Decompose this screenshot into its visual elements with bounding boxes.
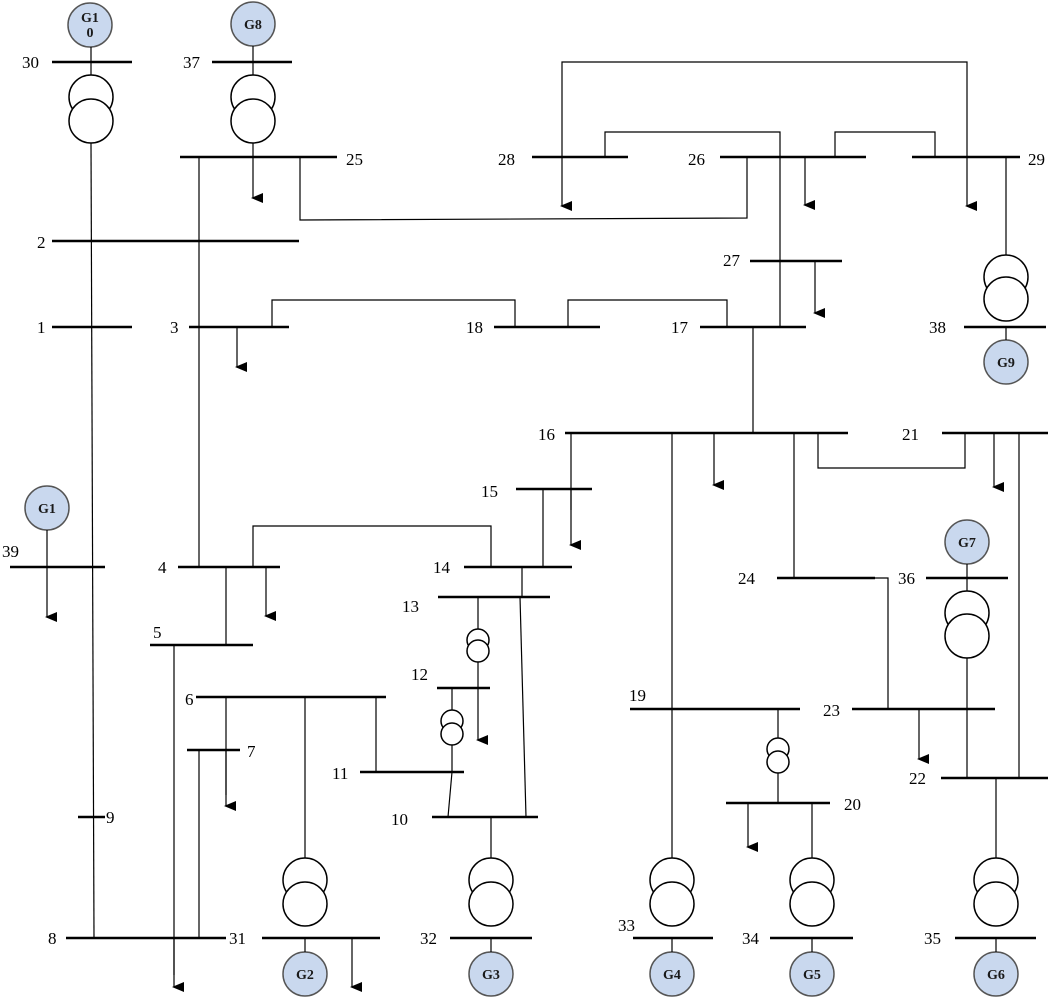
bus-label-7: 7 bbox=[247, 742, 256, 761]
bus-label-32: 32 bbox=[420, 929, 437, 948]
generator-g6: G6 bbox=[973, 951, 1019, 997]
bus-label-21: 21 bbox=[902, 425, 919, 444]
generator-g7: G7 bbox=[944, 519, 990, 565]
bus-label-28: 28 bbox=[498, 150, 515, 169]
bus-label-6: 6 bbox=[185, 690, 194, 709]
bus-label-14: 14 bbox=[433, 558, 451, 577]
bus-label-30: 30 bbox=[22, 53, 39, 72]
bus-label-9: 9 bbox=[106, 808, 115, 827]
bus-label-26: 26 bbox=[688, 150, 705, 169]
transformer-13-12 bbox=[466, 628, 490, 663]
bus-label-25: 25 bbox=[346, 150, 363, 169]
bus-label-3: 3 bbox=[170, 318, 179, 337]
transformer-36-23 bbox=[944, 590, 990, 659]
generator-g6-label: G6 bbox=[987, 968, 1005, 983]
bus-label-29: 29 bbox=[1028, 150, 1045, 169]
generator-g2: G2 bbox=[282, 951, 328, 997]
transformer-20-34 bbox=[789, 857, 835, 927]
transformer-37-25 bbox=[230, 74, 276, 144]
bus-labels: 30 37 25 28 26 29 2 27 1 3 18 17 38 16 2… bbox=[2, 53, 1045, 948]
generator-g8-label: G8 bbox=[244, 18, 262, 33]
generator-g3-label: G3 bbox=[482, 968, 500, 983]
generator-g9: G9 bbox=[983, 339, 1029, 385]
bus-bars bbox=[10, 60, 1048, 940]
bus-label-8: 8 bbox=[48, 929, 57, 948]
bus-label-36: 36 bbox=[898, 569, 915, 588]
generator-g1-label: G1 bbox=[38, 502, 56, 517]
bus-label-5: 5 bbox=[153, 623, 162, 642]
bus-label-31: 31 bbox=[229, 929, 246, 948]
bus-label-16: 16 bbox=[538, 425, 555, 444]
bus-label-1: 1 bbox=[37, 318, 46, 337]
bus-label-19: 19 bbox=[629, 686, 646, 705]
bus-label-20: 20 bbox=[844, 795, 861, 814]
load-arrows bbox=[45, 157, 1004, 992]
generator-g8: G8 bbox=[230, 1, 276, 47]
bus-label-15: 15 bbox=[481, 482, 498, 501]
bus-label-27: 27 bbox=[723, 251, 741, 270]
generator-g5-label: G5 bbox=[803, 968, 821, 983]
bus-label-34: 34 bbox=[742, 929, 760, 948]
bus-label-13: 13 bbox=[402, 597, 419, 616]
generator-g7-label: G7 bbox=[958, 536, 976, 551]
bus-label-10: 10 bbox=[391, 810, 408, 829]
transformer-30-2 bbox=[68, 74, 114, 144]
generator-g9-label: G9 bbox=[997, 356, 1015, 371]
transformer-12-11 bbox=[440, 709, 464, 746]
generator-g3: G3 bbox=[468, 951, 514, 997]
bus-label-4: 4 bbox=[158, 558, 167, 577]
generator-g1: G1 bbox=[24, 485, 70, 531]
bus-label-18: 18 bbox=[466, 318, 483, 337]
bus-label-37: 37 bbox=[183, 53, 201, 72]
bus-label-12: 12 bbox=[411, 665, 428, 684]
transformer-10-32 bbox=[468, 857, 514, 927]
bus-label-35: 35 bbox=[924, 929, 941, 948]
generator-g4: G4 bbox=[649, 951, 695, 997]
generator-g2-label: G2 bbox=[296, 968, 314, 983]
transformer-6-31 bbox=[282, 857, 328, 927]
bus-label-38: 38 bbox=[929, 318, 946, 337]
bus-label-22: 22 bbox=[909, 769, 926, 788]
generator-g10-symbol bbox=[67, 2, 113, 48]
transformer-22-35 bbox=[973, 857, 1019, 927]
bus-label-17: 17 bbox=[671, 318, 689, 337]
transformer-19-33 bbox=[649, 857, 695, 927]
transformer-29-38 bbox=[983, 254, 1029, 322]
transmission-lines bbox=[46, 46, 1020, 975]
bus-label-11: 11 bbox=[332, 764, 348, 783]
bus-label-39: 39 bbox=[2, 542, 19, 561]
generator-g5: G5 bbox=[789, 951, 835, 997]
bus-label-24: 24 bbox=[738, 569, 756, 588]
transformer-19-20 bbox=[766, 737, 790, 774]
bus-label-33: 33 bbox=[618, 916, 635, 935]
bus-label-2: 2 bbox=[37, 233, 46, 252]
transformers bbox=[68, 74, 1029, 927]
bus-label-23: 23 bbox=[823, 701, 840, 720]
generator-g4-label: G4 bbox=[663, 968, 681, 983]
